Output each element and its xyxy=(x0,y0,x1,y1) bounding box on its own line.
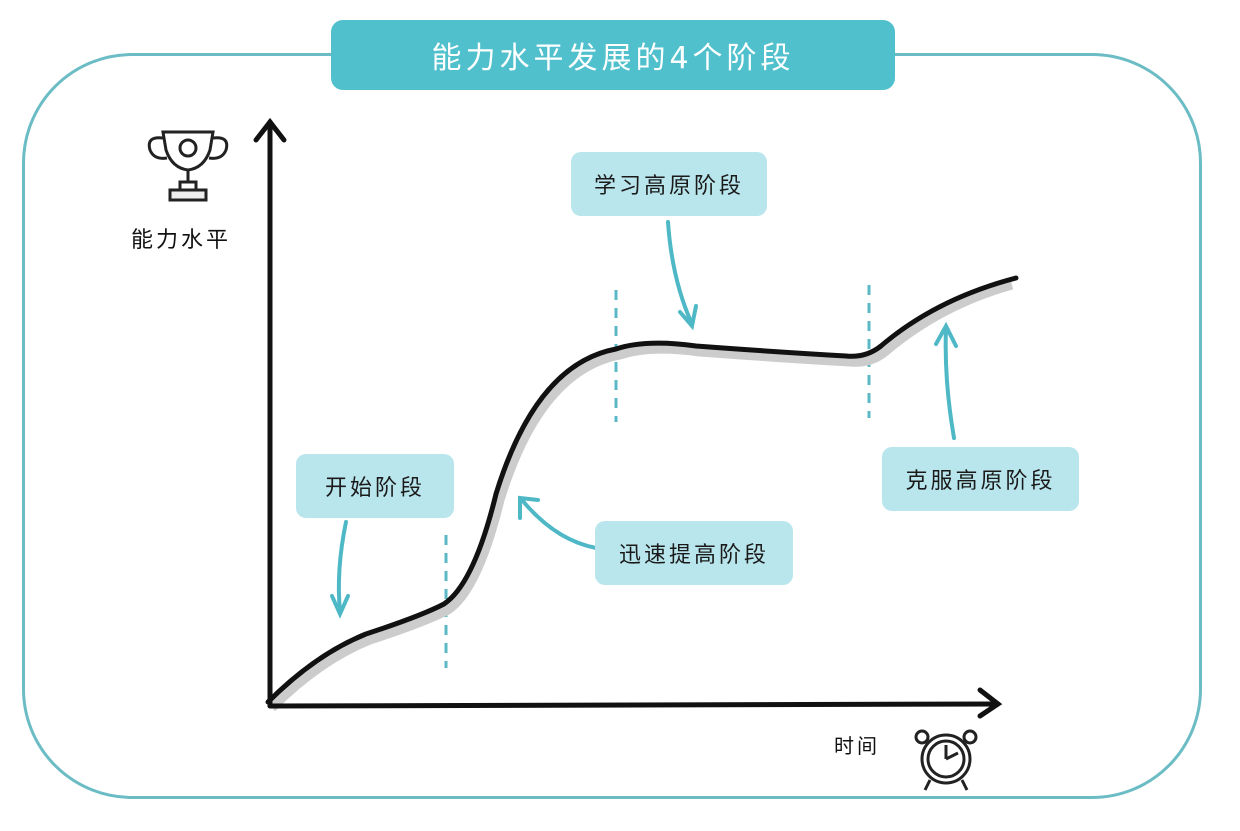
arrow-start xyxy=(336,520,348,614)
callout-plateau-stage: 学习高原阶段 xyxy=(571,152,767,216)
callout-rapid-stage: 迅速提高阶段 xyxy=(595,521,793,585)
annotation-arrows xyxy=(330,220,958,619)
x-axis-arrow xyxy=(977,687,1003,719)
y-axis-label: 能力水平 xyxy=(131,228,232,253)
callout-label: 学习高原阶段 xyxy=(593,174,744,199)
stage-dividers xyxy=(444,285,871,668)
callout-overcome-stage: 克服高原阶段 xyxy=(882,447,1079,511)
title-banner: 能力水平发展的4个阶段 xyxy=(331,20,895,90)
callout-start-stage: 开始阶段 xyxy=(296,454,454,518)
callout-label: 克服高原阶段 xyxy=(905,469,1056,494)
x-axis xyxy=(267,701,999,709)
ability-curve xyxy=(265,275,1019,705)
arrow-rapid xyxy=(520,498,598,550)
arrow-overcome xyxy=(943,326,956,440)
arrow-plateau xyxy=(666,220,694,326)
curve-shadow xyxy=(268,280,1014,712)
alarm-clock-icon xyxy=(914,729,978,791)
callout-label: 迅速提高阶段 xyxy=(618,543,769,568)
callout-label: 开始阶段 xyxy=(324,476,425,501)
axes xyxy=(253,117,1003,719)
trophy-icon xyxy=(147,130,229,202)
page-title: 能力水平发展的4个阶段 xyxy=(431,41,795,76)
x-axis-label: 时间 xyxy=(834,734,880,758)
y-axis-arrow xyxy=(253,117,287,143)
